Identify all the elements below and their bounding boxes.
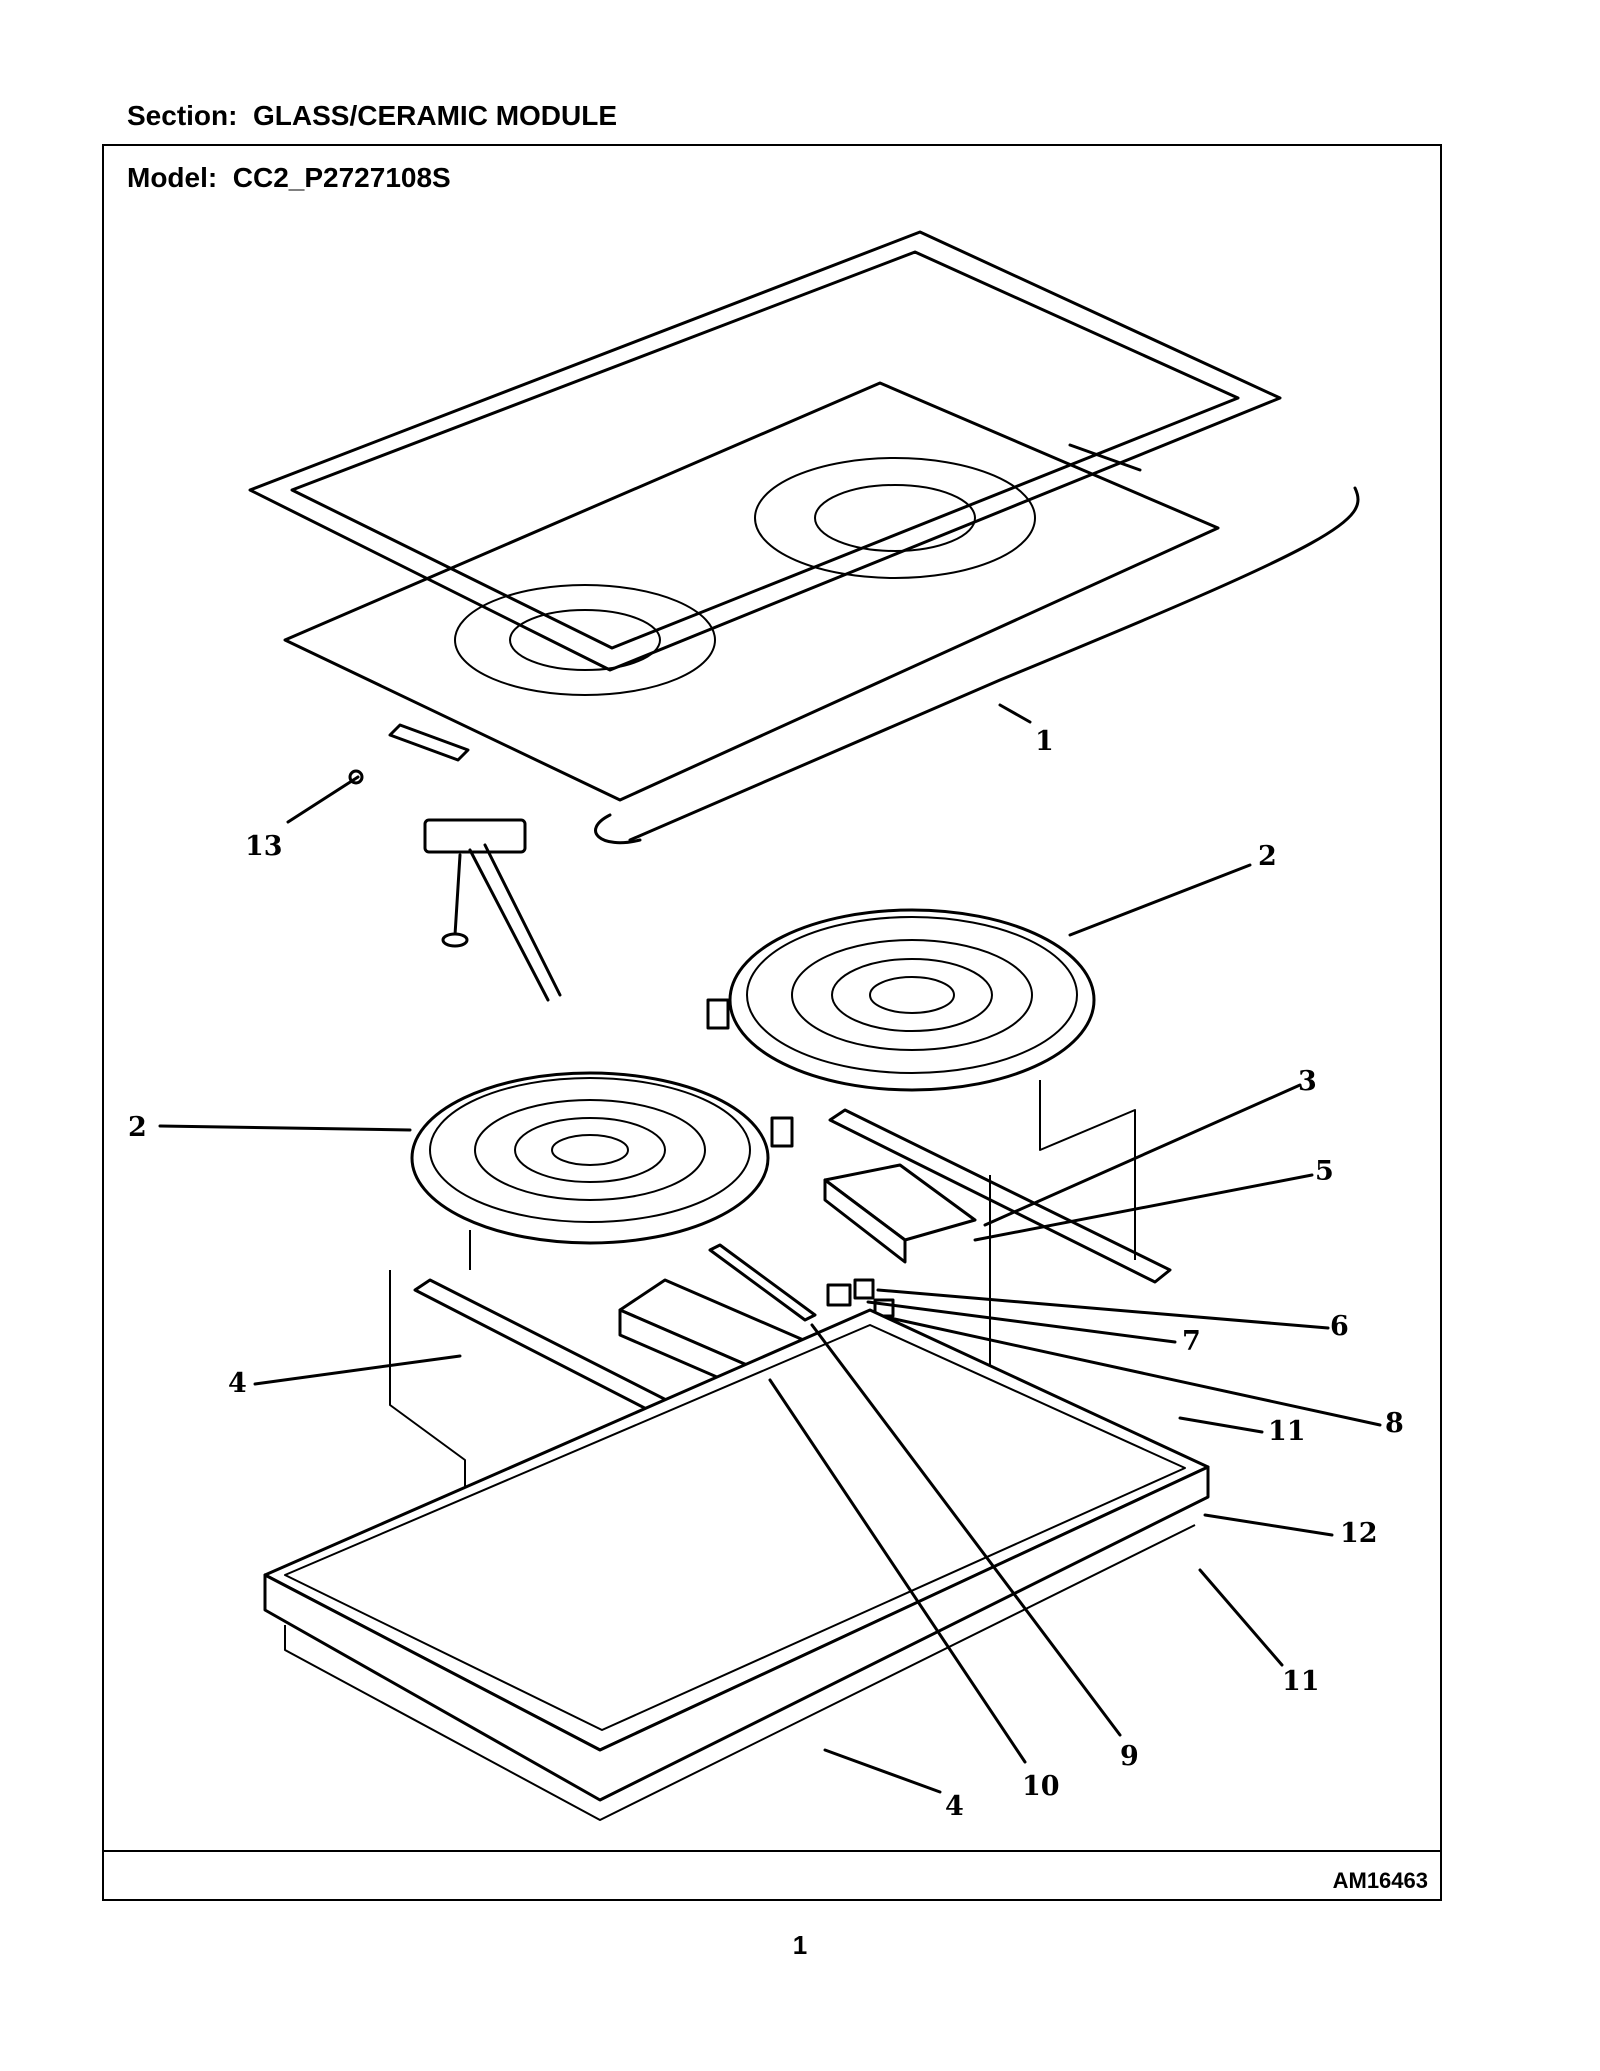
callout-1: 1	[1035, 726, 1054, 757]
callout-11-lower: 11	[1282, 1666, 1320, 1697]
burner-element-right	[706, 908, 1096, 1092]
callout-10: 10	[1022, 1771, 1060, 1802]
trim-frame	[248, 230, 1282, 672]
callout-9: 9	[1120, 1741, 1139, 1772]
callout-11-upper: 11	[1268, 1416, 1306, 1447]
footer-divider	[104, 1850, 1440, 1852]
thermal-limiter	[423, 818, 562, 1002]
radiant-pattern-right	[754, 457, 1036, 579]
glass-cooktop-panel	[283, 381, 1360, 845]
callout-4-bottom: 4	[945, 1791, 964, 1822]
switch-parts	[826, 1278, 895, 1318]
leader-lines	[158, 703, 1382, 1794]
callout-numbers: 1 13 2 2 3 5 6 7 8 4 11 12 11 9 10 4	[128, 726, 1404, 1822]
bracket-13	[348, 723, 470, 785]
callout-2-right: 2	[1258, 841, 1277, 872]
callout-13: 13	[245, 831, 283, 862]
diagram-frame: Model: CC2_P2727108S AM16463	[102, 144, 1442, 1901]
support-bracket	[828, 1108, 1172, 1284]
callout-3: 3	[1298, 1066, 1317, 1097]
callout-12: 12	[1340, 1518, 1378, 1549]
terminal-block	[823, 1163, 977, 1264]
burner-box-tray	[263, 1308, 1210, 1821]
diagram-code: AM16463	[1332, 1868, 1428, 1893]
burner-element-left	[410, 1071, 794, 1245]
model-title: Model: CC2_P2727108S	[127, 162, 451, 193]
section-title: Section: GLASS/CERAMIC MODULE	[127, 100, 618, 131]
callout-4-left: 4	[228, 1368, 247, 1399]
callout-8: 8	[1385, 1408, 1404, 1439]
callout-7: 7	[1182, 1326, 1201, 1357]
callout-5: 5	[1315, 1156, 1334, 1187]
radiant-pattern-left	[454, 584, 716, 696]
callout-2-left: 2	[128, 1112, 147, 1143]
page-number: 1	[792, 1930, 808, 1960]
callout-6: 6	[1330, 1311, 1349, 1342]
